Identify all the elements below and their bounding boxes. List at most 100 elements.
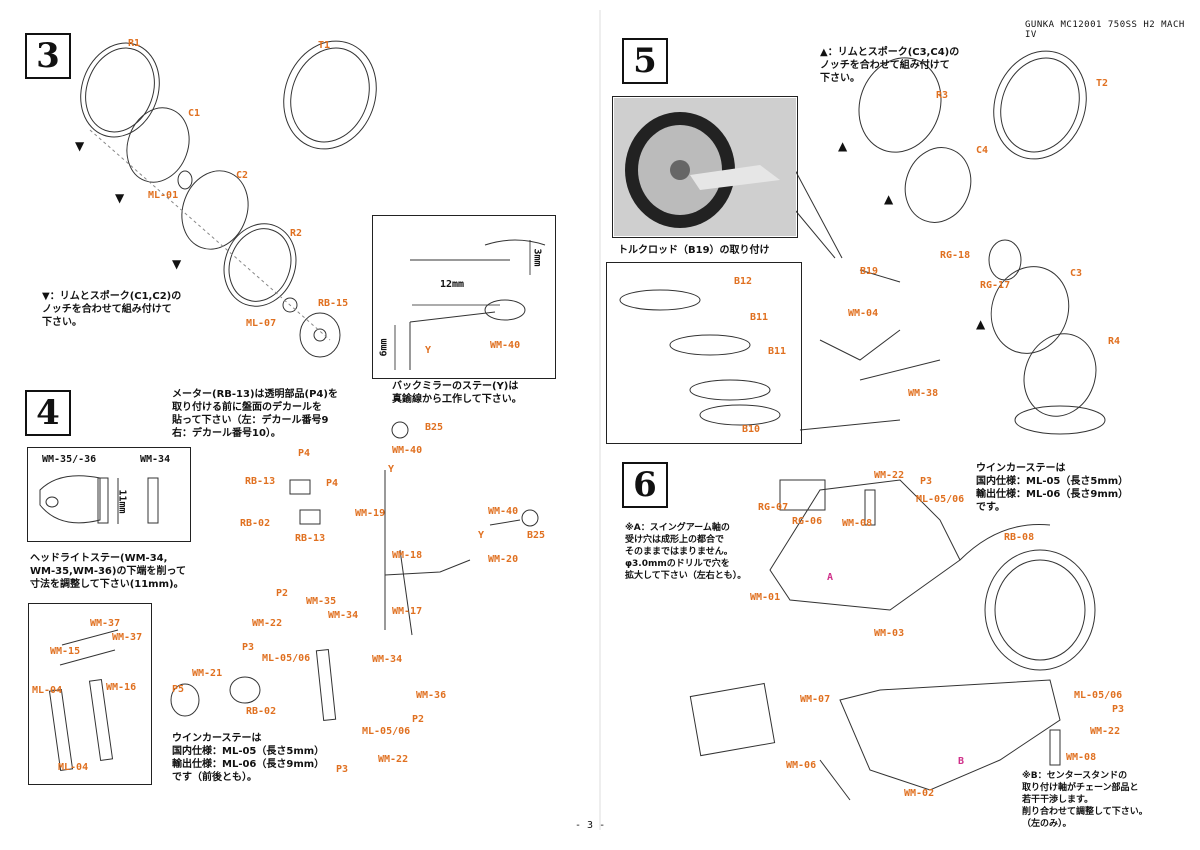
part-label-rg-06: RG-06 [792, 516, 823, 527]
chain-detail-box [606, 262, 802, 444]
step-number-5: 5 [622, 38, 668, 84]
step-number-3: 3 [25, 33, 71, 79]
part-label-wm-03: WM-03 [874, 628, 905, 639]
photo-caption: トルクロッド（B19）の取り付け [618, 245, 770, 256]
step6-winker-note: ウインカーステーは 国内仕様：ML-05（長さ5mm） 輸出仕様：ML-06（長… [976, 463, 1129, 513]
part-label-c4: C4 [976, 145, 989, 156]
part-label-c1: C1 [188, 108, 201, 119]
part-label-c2: C2 [236, 170, 249, 181]
notch-marker-icon: ▼ [115, 191, 125, 205]
part-label-rb-02-b: RB-02 [246, 706, 277, 717]
part-label-wm-17: WM-17 [392, 606, 423, 617]
part-label-wm-22: WM-22 [252, 618, 283, 629]
notch-marker-icon: ▲ [976, 317, 986, 331]
part-label-wm-19: WM-19 [355, 508, 386, 519]
part-label-wm-16: WM-16 [106, 682, 137, 693]
torque-rod-photo [612, 96, 798, 238]
part-label-wm-36: WM-36 [416, 690, 447, 701]
part-label-t1: T1 [318, 40, 331, 51]
part-label-wm-01: WM-01 [750, 592, 781, 603]
part-label-b11: B11 [750, 312, 769, 323]
headlight-stay-box [27, 447, 191, 542]
dimension-6mm: 6mm [378, 338, 390, 357]
step-number-4: 4 [25, 390, 71, 436]
part-label-b11: B11 [768, 346, 787, 357]
part-label-p3-b: P3 [1112, 704, 1125, 715]
part-label-wm-37: WM-37 [112, 632, 143, 643]
part-label-rb-15: RB-15 [318, 298, 349, 309]
part-label-ml-04: ML-04 [32, 685, 63, 696]
part-label-wm-20: WM-20 [488, 554, 519, 565]
part-label-p4: P4 [298, 448, 311, 459]
part-label-r4: R4 [1108, 336, 1121, 347]
part-label-wm-40: WM-40 [392, 445, 423, 456]
part-label-p5: P5 [172, 684, 185, 695]
part-label-p2-b: P2 [412, 714, 425, 725]
part-label-t2: T2 [1096, 78, 1109, 89]
part-label-rb-08: RB-08 [1004, 532, 1035, 543]
part-label-wm-08: WM-08 [842, 518, 873, 529]
part-label-rb-02: RB-02 [240, 518, 271, 529]
marker-a: A [827, 572, 834, 583]
part-label-c3: C3 [1070, 268, 1083, 279]
step5-notch-note: ▲：リムとスポーク(C3,C4)の ノッチを合わせて組み付けて 下さい。 [820, 47, 960, 84]
headlight-stay-note: ヘッドライトステー(WM-34, WM-35,WM-36)の下端を削って 寸法を… [30, 553, 186, 590]
step4-winker-note: ウインカーステーは 国内仕様：ML-05（長さ5mm） 輸出仕様：ML-06（長… [172, 733, 325, 783]
part-label-wm-34-b: WM-34 [372, 654, 403, 665]
part-label-r3: R3 [936, 90, 949, 101]
part-label-wm-08-b: WM-08 [1066, 752, 1097, 763]
marker-b: B [958, 756, 965, 767]
notch-marker-icon: ▼ [75, 139, 85, 153]
part-label-b25: B25 [425, 422, 444, 433]
part-label-rb-13: RB-13 [295, 533, 326, 544]
dimension-12mm: 12mm [440, 279, 465, 290]
mirror-stay-note: バックミラーのステー(Y)は 真鍮線から工作して下さい。 [392, 381, 522, 405]
part-label-wm-40-b: WM-40 [488, 506, 519, 517]
part-label-p3: P3 [920, 476, 933, 487]
part-label-wm-38: WM-38 [908, 388, 939, 399]
part-label-y: Y [425, 345, 432, 356]
swingarm-hole-note: ※A：スイングアーム軸の 受け穴は成形上の都合で そのままではまりません。 φ3… [625, 523, 747, 581]
part-label-wm-18: WM-18 [392, 550, 423, 561]
step3-notch-note: ▼：リムとスポーク(C1,C2)の ノッチを合わせて組み付けて 下さい。 [42, 291, 182, 328]
label-wm-35-36: WM-35/-36 [42, 454, 97, 465]
dimension-3mm: 3mm [531, 248, 543, 267]
part-label-wm-04: WM-04 [848, 308, 879, 319]
part-label-wm-07: WM-07 [800, 694, 831, 705]
step-number-6: 6 [622, 462, 668, 508]
part-label-b12: B12 [734, 276, 753, 287]
part-label-rg-18: RG-18 [940, 250, 971, 261]
part-label-y: Y [388, 464, 395, 475]
part-label-wm-21: WM-21 [192, 668, 223, 679]
meter-decal-note: メーター(RB-13)は透明部品(P4)を 取り付ける前に盤面のデカールを 貼っ… [172, 389, 338, 439]
part-label-ml-04: ML-04 [58, 762, 89, 773]
part-label-p3: P3 [242, 642, 255, 653]
part-label-rg-17: RG-17 [980, 280, 1011, 291]
part-label-wm-06: WM-06 [786, 760, 817, 771]
part-label-ml-05-06-b: ML-05/06 [1074, 690, 1123, 701]
part-label-p3-b: P3 [336, 764, 349, 775]
part-label-wm-22: WM-22 [874, 470, 905, 481]
dimension-11mm: 11mm [116, 489, 128, 514]
part-label-ml-05-06: ML-05/06 [262, 653, 311, 664]
part-label-rg-07: RG-07 [758, 502, 789, 513]
part-label-wm-02: WM-02 [904, 788, 935, 799]
page-number: - 3 - [575, 820, 606, 831]
part-label-rb-13: RB-13 [245, 476, 276, 487]
part-label-ml-07: ML-07 [246, 318, 277, 329]
part-label-wm-34: WM-34 [328, 610, 359, 621]
part-label-ml-05-06-b: ML-05/06 [362, 726, 411, 737]
part-label-ml-01: ML-01 [148, 190, 179, 201]
part-label-b19: B19 [860, 266, 879, 277]
label-wm-34: WM-34 [140, 454, 171, 465]
center-stand-note: ※B：センタースタンドの 取り付け軸がチェーン部品と 若干干渉します。 削り合わ… [1022, 771, 1148, 829]
part-label-ml-05-06: ML-05/06 [916, 494, 965, 505]
notch-marker-icon: ▼ [172, 257, 182, 271]
part-label-r2: R2 [290, 228, 303, 239]
part-label-wm-22-b: WM-22 [1090, 726, 1121, 737]
part-label-p4: P4 [326, 478, 339, 489]
part-label-wm-40: WM-40 [490, 340, 521, 351]
notch-marker-icon: ▲ [838, 139, 848, 153]
part-label-wm-35: WM-35 [306, 596, 337, 607]
